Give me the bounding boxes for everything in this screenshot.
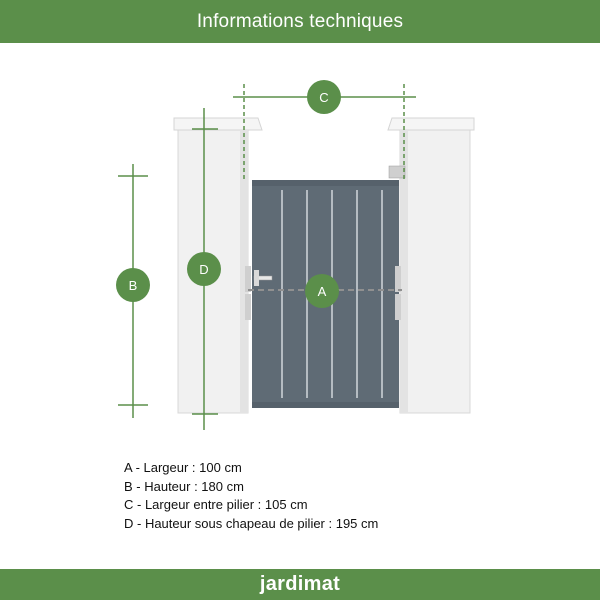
header-title: Informations techniques — [196, 10, 404, 32]
right-pillar — [387, 117, 475, 414]
spec-b: B - Hauteur : 180 cm — [124, 478, 244, 494]
badge-a-label: A — [318, 284, 327, 299]
badge-d-label: D — [199, 262, 208, 277]
spec-a: A - Largeur : 100 cm — [124, 460, 242, 475]
spec-d: D - Hauteur sous chapeau de pilier : 195… — [124, 515, 379, 531]
brand-logo: jardimat — [259, 573, 341, 595]
gate-hinges — [245, 165, 406, 320]
badge-b: B — [116, 268, 150, 302]
badge-a: A — [305, 274, 339, 308]
badge-c: C — [307, 80, 341, 114]
badge-b-label: B — [129, 278, 138, 293]
footer-banner: jardimat — [0, 569, 600, 600]
spec-c: C - Largeur entre pilier : 105 cm — [124, 497, 308, 512]
spec-list: A - Largeur : 100 cm B - Hauteur : 180 c… — [124, 459, 378, 533]
badge-d: D — [187, 252, 221, 286]
badge-c-label: C — [319, 90, 328, 105]
gate-handle — [253, 270, 273, 286]
header-banner: Informations techniques — [0, 0, 600, 43]
